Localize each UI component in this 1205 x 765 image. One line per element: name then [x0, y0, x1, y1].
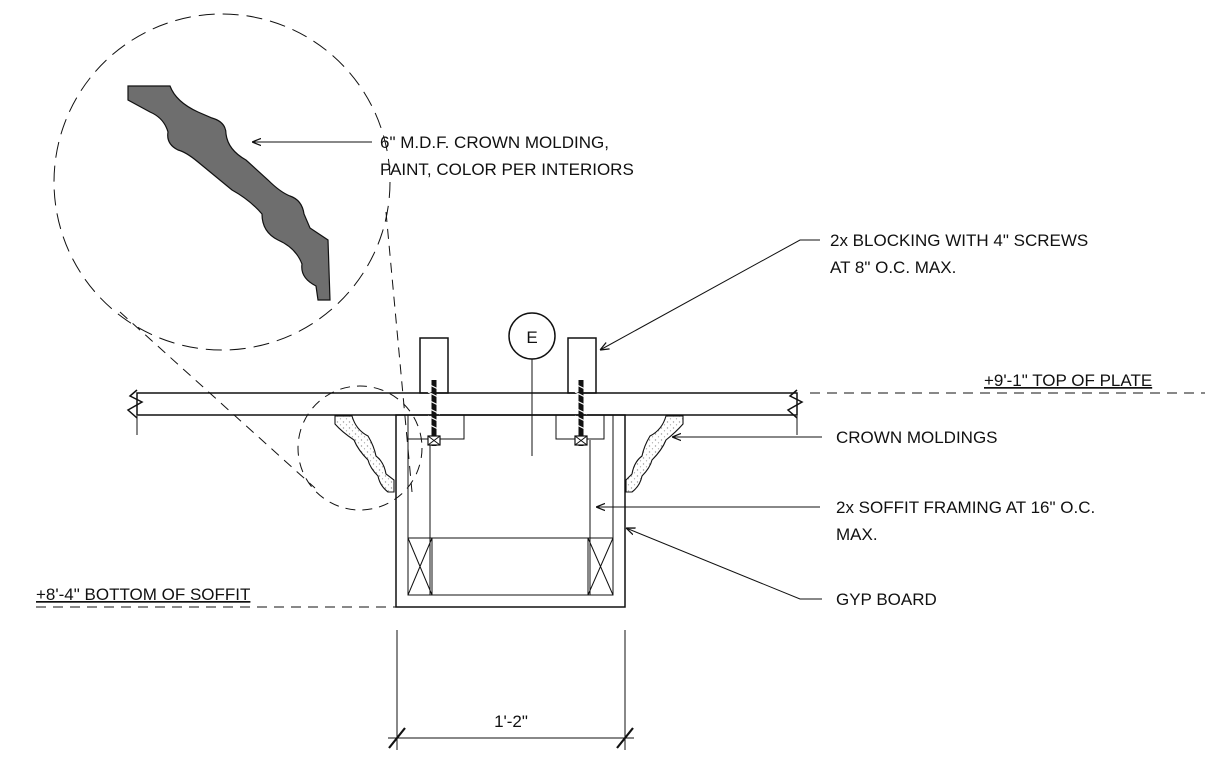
dimension-label: 1'-2" — [494, 712, 528, 731]
top-plate-slab — [136, 392, 798, 416]
note-blocking-line1: 2x BLOCKING WITH 4" SCREWS — [830, 231, 1088, 250]
elevation-bottom-of-soffit: +8'-4" BOTTOM OF SOFFIT — [36, 585, 250, 604]
enlargement-connector-line — [119, 311, 316, 489]
note-soffit-framing-line2: MAX. — [836, 525, 878, 544]
note-blocking-line2: AT 8" O.C. MAX. — [830, 258, 956, 277]
leader-blocking-note — [600, 239, 820, 350]
crown-molding-right — [625, 415, 684, 493]
section-callout-tag: E — [526, 328, 537, 347]
bottom-framing-block-right-x — [587, 537, 614, 596]
crown-molding-profile-enlarged — [127, 85, 331, 301]
note-gyp-board: GYP BOARD — [836, 590, 937, 609]
screw-right — [574, 380, 588, 446]
dimension-tick-left — [388, 727, 406, 749]
bottom-framing-block-left — [407, 537, 433, 596]
note-crown-molding-line1: 6" M.D.F. CROWN MOLDING, — [380, 133, 609, 152]
enlarged-detail-circle — [53, 13, 391, 351]
screw-left — [427, 380, 441, 446]
note-crown-molding-line2: PAINT, COLOR PER INTERIORS — [380, 160, 634, 179]
dimension-tick-right — [616, 727, 634, 749]
note-crown-moldings: CROWN MOLDINGS — [836, 428, 998, 447]
crown-molding-reference-circle — [297, 385, 423, 511]
enlargement-connector-line — [385, 211, 413, 493]
break-line-left — [126, 389, 144, 419]
soffit-frame-inner — [407, 414, 614, 596]
break-line-right — [786, 389, 804, 419]
note-soffit-framing-line1: 2x SOFFIT FRAMING AT 16" O.C. — [836, 498, 1095, 517]
leader-gyp-board-note — [626, 528, 822, 600]
bottom-framing-block-right — [587, 537, 614, 596]
bottom-framing-block-left-x — [407, 537, 433, 596]
crown-molding-left — [334, 415, 395, 493]
elevation-top-of-plate: +9'-1" TOP OF PLATE — [984, 371, 1152, 390]
